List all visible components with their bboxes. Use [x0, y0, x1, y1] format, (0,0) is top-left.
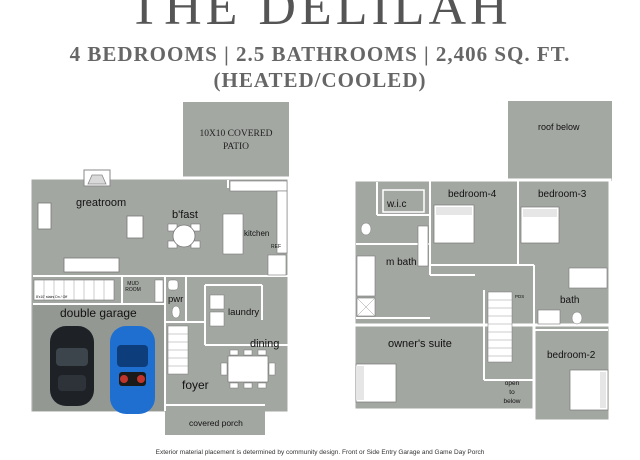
black-car-icon: [50, 326, 94, 406]
wic-label: w.i.c: [386, 199, 406, 210]
garage-note-label: 8'x10' stairs Dn / Off: [36, 295, 67, 299]
roof-below-label: roof below: [538, 122, 580, 132]
bedroom2-label: bedroom-2: [547, 350, 596, 361]
covered-porch-area: [165, 405, 265, 435]
kitchen-cabinets-icon: [222, 180, 288, 276]
ref-label: REF: [271, 244, 281, 250]
open-to-below-line2: to: [509, 389, 515, 396]
patio-label-line1: 10X10 COVERED: [199, 129, 272, 139]
open-to-below-line1: open: [505, 380, 520, 387]
mud-room-label-line1: MUD: [127, 281, 139, 287]
first-floor-plan: 10X10 COVERED PATIO greatroom b'fast kit…: [28, 102, 291, 435]
breakfast-table-icon: [167, 223, 201, 249]
dryer-icon: [209, 311, 225, 327]
plan-title: THE DELILAH: [128, 0, 512, 36]
mudroom-bench-icon: [154, 279, 164, 303]
bedroom3-label: bedroom-3: [538, 189, 587, 200]
second-floor-plan: roof below w.i.c bedroom-4 bedroom-3 m b…: [352, 101, 612, 423]
chair-icon: [126, 215, 144, 239]
second-floor-stairs-icon: [487, 291, 513, 363]
owners-suite-label: owner's suite: [388, 338, 452, 350]
tub-icon: [356, 255, 376, 297]
bath-tub-icon: [568, 267, 608, 289]
roof-below-area: [508, 101, 612, 181]
foyer-label: foyer: [182, 378, 209, 392]
kitchen-label: kitchen: [244, 229, 269, 238]
bath-toilet-icon: [571, 311, 583, 325]
double-garage-label: double garage: [60, 306, 137, 320]
second-floor-footprint: [352, 178, 612, 327]
dining-label: dining: [250, 338, 279, 350]
washer-icon: [209, 294, 225, 310]
couch-icon: [63, 257, 120, 273]
pwr-sink-icon: [167, 279, 179, 291]
pwr-label: pwr: [168, 294, 183, 305]
m-bath-label: m bath: [386, 257, 417, 268]
bfast-label: b'fast: [172, 209, 198, 221]
blue-car-icon: [110, 326, 155, 414]
plan-subtitle-heated: (HEATED/COOLED): [213, 68, 427, 92]
sofa-icon: [37, 202, 52, 230]
mbath-toilet-icon: [360, 222, 372, 236]
covered-porch-label: covered porch: [189, 418, 243, 428]
bath-vanity-icon: [537, 309, 561, 325]
footer-disclaimer: Exterior material placement is determine…: [155, 449, 485, 456]
greatroom-label: greatroom: [76, 197, 126, 209]
plan-subtitle-specs: 4 BEDROOMS | 2.5 BATHROOMS | 2,406 SQ. F…: [69, 42, 571, 66]
dining-table-icon: [220, 349, 276, 389]
bath-label: bath: [560, 295, 579, 306]
covered-patio-area: [183, 102, 289, 178]
open-to-below-line3: below: [504, 398, 521, 405]
bedroom4-label: bedroom-4: [448, 189, 497, 200]
pwr-toilet-icon: [171, 305, 181, 319]
mud-room-label-line2: ROOM: [125, 287, 141, 293]
vanity-icon: [417, 225, 429, 267]
pds-label: PDS: [515, 294, 524, 299]
patio-label-line2: PATIO: [223, 142, 249, 152]
laundry-label: laundry: [228, 307, 259, 318]
